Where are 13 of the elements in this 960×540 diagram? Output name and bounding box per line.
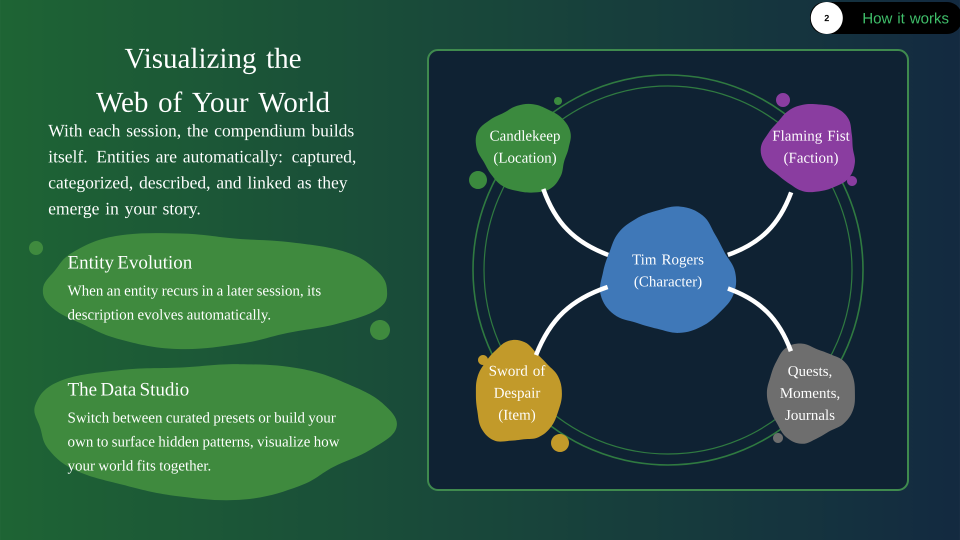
entity-blob: Sword of Despair (Item): [476, 340, 562, 442]
entity-blob: Candlekeep (Location): [476, 104, 571, 193]
connector: [541, 188, 610, 258]
entity-blob: Tim Rogers (Character): [600, 206, 736, 333]
entity-blob: Flaming Fist (Faction): [760, 104, 855, 192]
connector: [727, 192, 794, 258]
title: Visualizing the Web of Your World: [96, 48, 330, 112]
step-number: 2: [810, 2, 843, 34]
feature-blob: Entity Evolution When an entity recurs in a later session, its description evolves automatically.: [42, 233, 388, 350]
feature-blob: The Data Studio Switch between curated presets or build your own to surface hidden patterns, visualize how your world fits together.: [34, 364, 397, 500]
connector: [534, 284, 608, 356]
entity-blob: Quests, Moments, Journals: [766, 344, 855, 444]
connector: [727, 286, 793, 352]
